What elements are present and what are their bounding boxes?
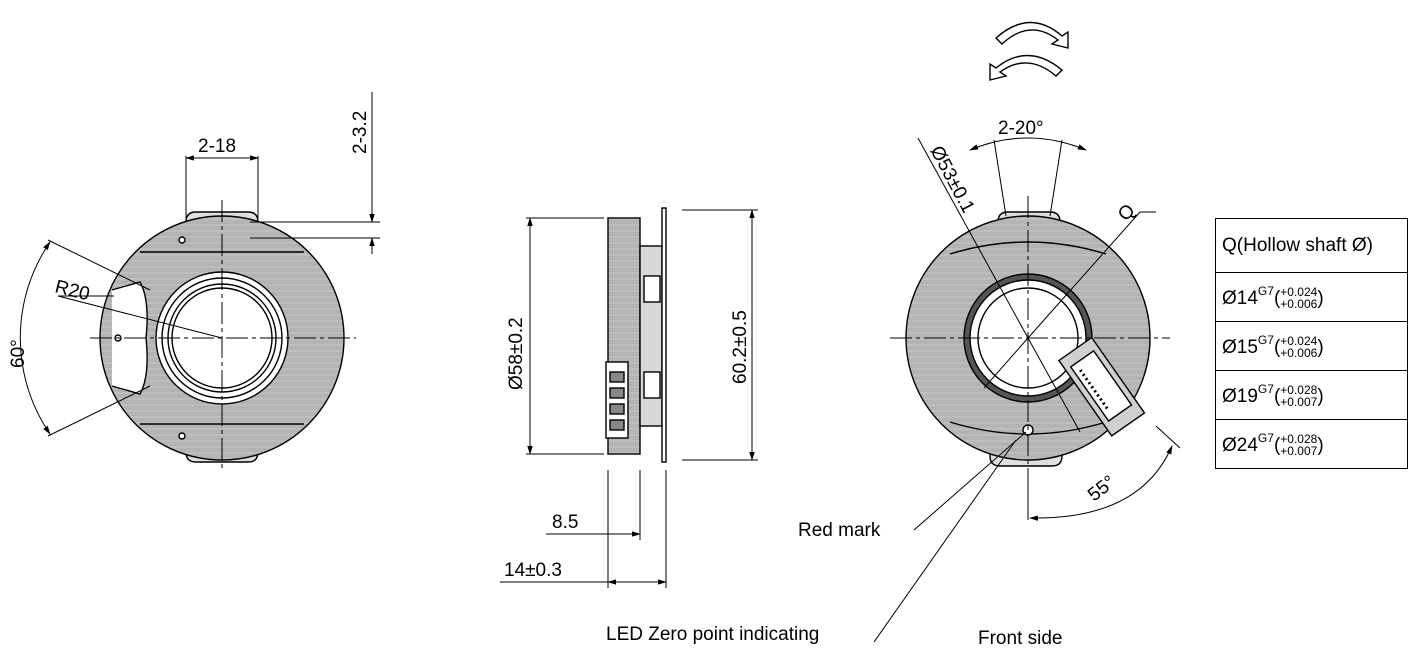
shaft-size: Ø15 (1222, 337, 1258, 358)
dim-total-14: 14±0.3 (504, 560, 562, 581)
label-red-mark: Red mark (798, 520, 881, 541)
paren-open: ( (1273, 386, 1281, 407)
table-row: Ø15G7(+0.024+0.006) (1215, 321, 1408, 371)
dim-diameter-58: Ø58±0.2 (506, 317, 527, 390)
tol-upper: +0.024 (1280, 334, 1318, 348)
tolerance: +0.024+0.006 (1280, 335, 1317, 359)
side-view (19, 92, 380, 470)
shaft-size: Ø24 (1222, 435, 1258, 456)
paren-close: ) (1317, 386, 1324, 407)
paren-close: ) (1317, 288, 1324, 309)
tolerance: +0.028+0.007 (1280, 433, 1317, 457)
dim-55-deg: 55° (1084, 472, 1120, 506)
tol-upper: +0.028 (1280, 432, 1318, 446)
fit-class: G7 (1257, 431, 1274, 445)
tolerance: +0.024+0.006 (1280, 286, 1317, 310)
hollow-shaft-table: Q(Hollow shaft Ø) Ø14G7(+0.024+0.006) Ø1… (1215, 218, 1408, 469)
table-row: Ø14G7(+0.024+0.006) (1215, 272, 1408, 322)
dim-2-3-2: 2-3.2 (350, 111, 371, 154)
table-header-row: Q(Hollow shaft Ø) (1215, 218, 1408, 273)
rotation-ccw-icon (989, 54, 1064, 81)
table-cell: Ø15G7(+0.024+0.006) (1215, 321, 1408, 371)
tol-upper: +0.024 (1280, 285, 1318, 299)
dim-diameter-53: Ø53±0.1 (926, 142, 979, 216)
dim-thickness-8-5: 8.5 (552, 512, 578, 533)
label-front-side: Front side (978, 628, 1062, 649)
dim-2-18: 2-18 (198, 136, 236, 157)
label-led-zero-point: LED Zero point indicating (606, 624, 819, 645)
paren-open: ( (1273, 337, 1281, 358)
front-view (873, 21, 1181, 643)
profile-view (500, 207, 758, 588)
tol-lower: +0.007 (1280, 444, 1318, 458)
paren-close: ) (1317, 337, 1324, 358)
shaft-size: Ø14 (1222, 288, 1258, 309)
dim-60-deg: 60° (8, 339, 29, 368)
rotation-cw-icon (994, 21, 1069, 49)
tolerance: +0.028+0.007 (1280, 384, 1317, 408)
table-row: Ø24G7(+0.028+0.007) (1215, 419, 1408, 469)
table-row: Ø19G7(+0.028+0.007) (1215, 370, 1408, 420)
fit-class: G7 (1257, 333, 1274, 347)
paren-open: ( (1273, 435, 1281, 456)
table-cell: Ø19G7(+0.028+0.007) (1215, 370, 1408, 420)
tol-lower: +0.006 (1280, 346, 1318, 360)
shaft-size: Ø19 (1222, 386, 1258, 407)
label-q: Q (1114, 200, 1139, 225)
paren-open: ( (1273, 288, 1281, 309)
dim-r20: R20 (53, 276, 92, 305)
fit-class: G7 (1257, 284, 1274, 298)
tol-upper: +0.028 (1280, 383, 1318, 397)
table-header: Q(Hollow shaft Ø) (1215, 218, 1408, 273)
table-cell: Ø24G7(+0.028+0.007) (1215, 419, 1408, 469)
paren-close: ) (1317, 435, 1324, 456)
tol-lower: +0.006 (1280, 297, 1318, 311)
table-cell: Ø14G7(+0.024+0.006) (1215, 272, 1408, 322)
tol-lower: +0.007 (1280, 395, 1318, 409)
dim-2-20-deg: 2-20° (998, 118, 1044, 139)
dim-height-60-2: 60.2±0.5 (730, 310, 751, 384)
fit-class: G7 (1257, 382, 1274, 396)
